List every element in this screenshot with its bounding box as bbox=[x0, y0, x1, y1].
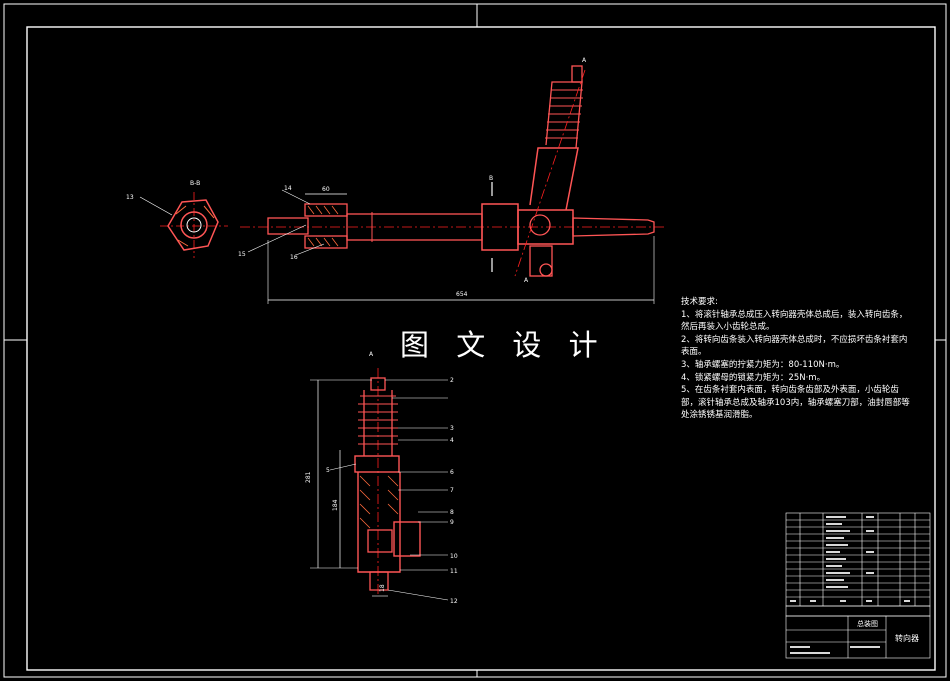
labels: 13 14 15 16 B-B B A A A 654 60 281 184 1… bbox=[126, 57, 587, 605]
tech-item-4: 4、锁紧螺母的锁紧力矩为：25N·m。 bbox=[681, 372, 826, 383]
label-10: 10 bbox=[450, 553, 458, 560]
tech-item-5: 5、在齿条衬套内表面，转向齿条齿部及外表面，小齿轮齿部，滚针轴承总成及轴承103… bbox=[681, 385, 910, 421]
label-a-bot: A bbox=[369, 351, 374, 358]
label-8: 8 bbox=[450, 509, 454, 516]
label-a-mid: A bbox=[524, 277, 529, 284]
tech-item-3: 3、轴承螺塞的拧紧力矩为：80-110N·m。 bbox=[681, 359, 845, 370]
label-7: 7 bbox=[450, 487, 454, 494]
label-b: B bbox=[489, 175, 493, 182]
label-3: 3 bbox=[450, 425, 454, 432]
steering-gear-assembly bbox=[240, 65, 665, 304]
section-view-bb bbox=[139, 192, 228, 258]
label-bb: B-B bbox=[190, 180, 200, 187]
label-2: 2 bbox=[450, 377, 454, 384]
dim-vertical-total: 281 bbox=[305, 471, 312, 483]
label-a-top: A bbox=[582, 57, 587, 64]
dim-bottom: 18 bbox=[379, 584, 386, 592]
title-block-drawing-name: 转向器 bbox=[895, 634, 919, 643]
section-view-aa bbox=[310, 368, 449, 601]
tech-item-2: 2、将转向齿条装入转向器壳体总成时，不应损坏齿条衬套内表面。 bbox=[681, 334, 908, 358]
label-14: 14 bbox=[284, 185, 292, 192]
tech-heading: 技术要求: bbox=[681, 297, 718, 307]
label-9: 9 bbox=[450, 519, 454, 526]
label-16: 16 bbox=[290, 254, 298, 261]
label-6: 6 bbox=[450, 469, 454, 476]
title-block-fills bbox=[790, 516, 910, 654]
watermark: 图 文 设 计 bbox=[400, 328, 607, 362]
technical-requirements: 技术要求: 1、将滚针轴承总成压入转向器壳体总成后，装入转向齿条，然后再装入小齿… bbox=[681, 296, 911, 422]
label-12: 12 bbox=[450, 598, 458, 605]
title-block-assembly: 总装图 bbox=[857, 620, 878, 628]
label-13: 13 bbox=[126, 194, 134, 201]
tech-item-1: 1、将滚针轴承总成压入转向器壳体总成后，装入转向齿条，然后再装入小齿轮总成。 bbox=[681, 309, 908, 333]
dim-boot: 60 bbox=[322, 186, 330, 193]
title-block bbox=[785, 512, 931, 659]
frame-ticks bbox=[4, 4, 946, 677]
label-4: 4 bbox=[450, 437, 454, 444]
inner-frame bbox=[26, 26, 936, 671]
label-15: 15 bbox=[238, 251, 246, 258]
dim-overall: 654 bbox=[456, 291, 468, 298]
label-5: 5 bbox=[326, 467, 330, 474]
dim-vertical-partial: 184 bbox=[332, 499, 339, 511]
label-11: 11 bbox=[450, 568, 458, 575]
